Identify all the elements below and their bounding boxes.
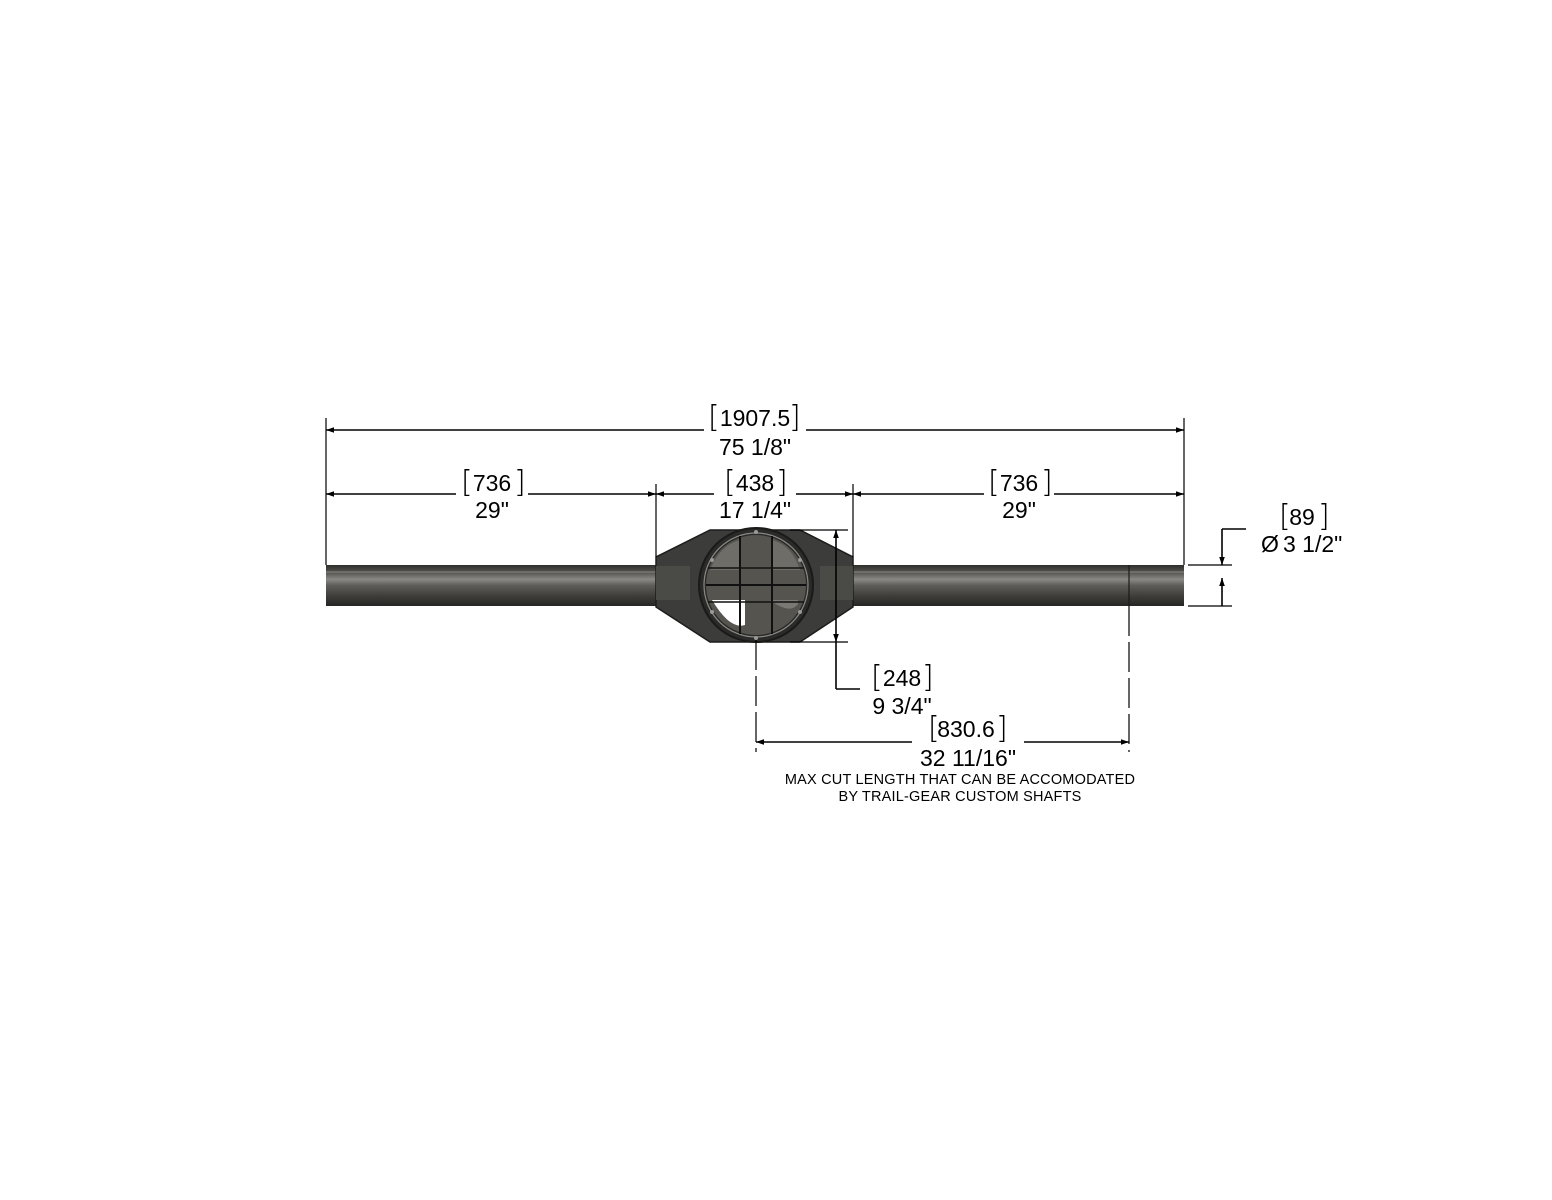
bracket-right: ] [514, 465, 526, 500]
dimension-left-tube: [ 736 ] 29" [326, 465, 656, 523]
bracket-left: [ [1279, 499, 1291, 534]
right-axle-tube [825, 565, 1184, 606]
extension-lines [325, 418, 1232, 752]
bracket-left: [ [928, 711, 940, 746]
center-housing-metric: 438 [736, 470, 774, 496]
left-axle-tube [326, 565, 671, 606]
left-tube-metric: 736 [473, 470, 511, 496]
bracket-left: [ [871, 660, 883, 695]
center-housing-imperial: 17 1/4" [719, 497, 791, 523]
dimension-center-housing: [ 438 ] 17 1/4" [656, 465, 853, 523]
dimension-max-cut-length: [ 830.6 ] 32 11/16" MAX CUT LENGTH THAT … [756, 711, 1135, 805]
dimension-housing-height: [ 248 ] 9 3/4" [833, 530, 934, 719]
max-cut-imperial: 32 11/16" [920, 745, 1016, 771]
diameter-symbol: Ø [1261, 531, 1279, 557]
max-cut-note-line2: BY TRAIL-GEAR CUSTOM SHAFTS [838, 789, 1081, 805]
bracket-right: ] [922, 660, 934, 695]
dimension-overall-length: [ 1907.5 ] 75 1/8" [326, 400, 1184, 460]
bracket-right: ] [1041, 465, 1053, 500]
overall-imperial: 75 1/8" [719, 434, 791, 460]
bracket-left: [ [988, 465, 1000, 500]
bracket-right: ] [996, 711, 1008, 746]
max-cut-note-line1: MAX CUT LENGTH THAT CAN BE ACCOMODATED [785, 772, 1135, 788]
left-tube-imperial: 29" [475, 497, 509, 523]
dimension-tube-diameter: [ 89 ] Ø 3 1/2" [1219, 499, 1342, 606]
right-tube-metric: 736 [1000, 470, 1038, 496]
housing-height-metric: 248 [883, 665, 921, 691]
tube-diameter-imperial: 3 1/2" [1283, 531, 1342, 557]
dimension-right-tube: [ 736 ] 29" [853, 465, 1184, 523]
bracket-right: ] [1318, 499, 1330, 534]
bracket-left: [ [708, 400, 720, 435]
bracket-left: [ [724, 465, 736, 500]
bracket-right: ] [776, 465, 788, 500]
bracket-right: ] [789, 400, 801, 435]
center-housing [655, 527, 854, 643]
overall-metric: 1907.5 [720, 405, 790, 431]
tube-diameter-metric: 89 [1289, 504, 1315, 530]
bracket-left: [ [461, 465, 473, 500]
right-tube-imperial: 29" [1002, 497, 1036, 523]
max-cut-metric: 830.6 [937, 716, 995, 742]
housing-height-imperial: 9 3/4" [872, 693, 931, 719]
